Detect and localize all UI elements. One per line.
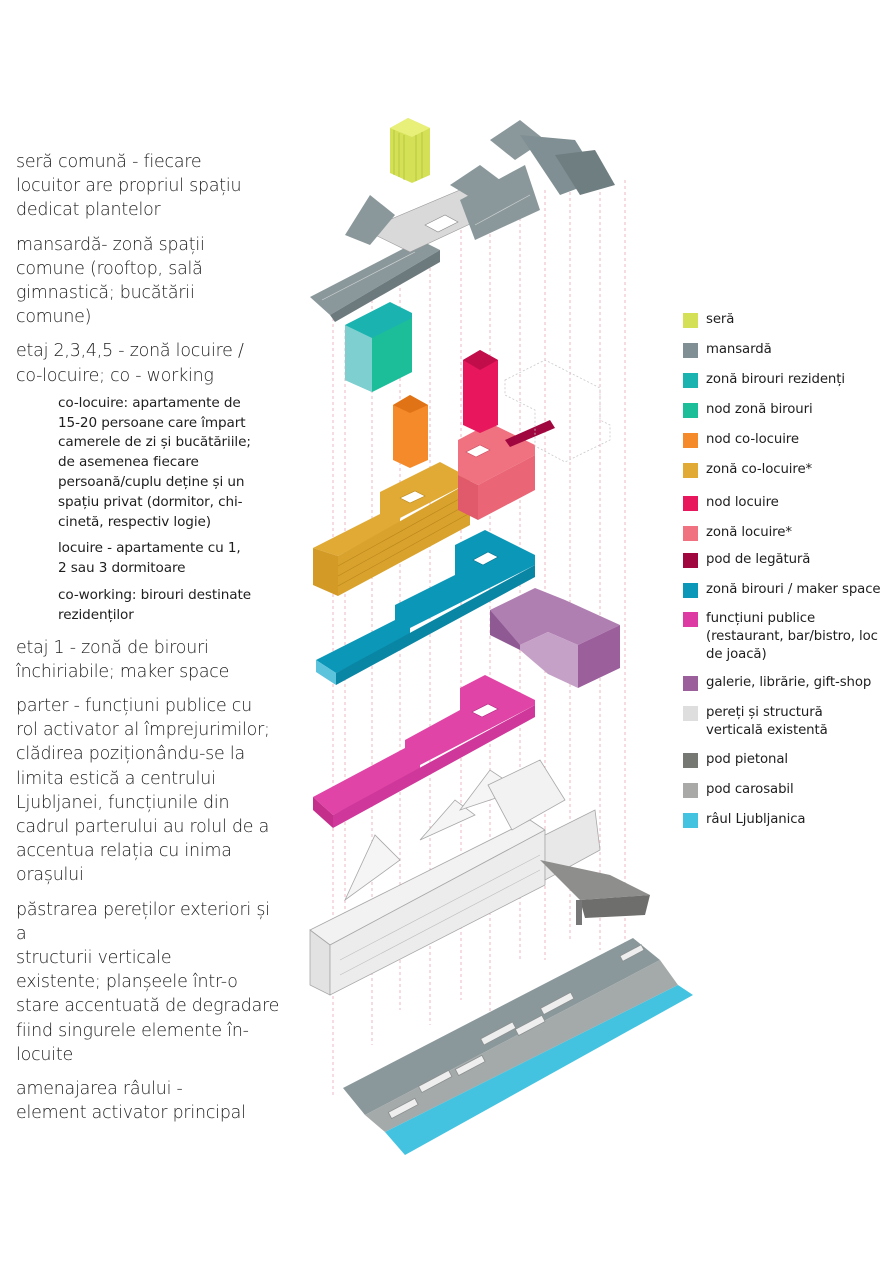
description-text: păstrarea pereților exteriori și a struc… bbox=[16, 899, 280, 1065]
coliving-core bbox=[393, 395, 428, 468]
description-subtext: co-working: birouri destinate rezidențil… bbox=[58, 587, 252, 623]
legend-swatch bbox=[683, 753, 698, 768]
legend-label: zonă birouri / maker space bbox=[706, 582, 881, 597]
legend-swatch bbox=[683, 783, 698, 798]
legend-swatch bbox=[683, 496, 698, 511]
description-subtext: locuire - apartamente cu 1, 2 sau 3 dorm… bbox=[58, 540, 241, 577]
legend-swatch bbox=[683, 612, 698, 627]
legend-swatch bbox=[683, 676, 698, 691]
legend-swatch bbox=[683, 553, 698, 568]
legend-swatch bbox=[683, 313, 698, 328]
legend-label: nod locuire bbox=[706, 495, 779, 510]
legend-label: pod carosabil bbox=[706, 782, 794, 797]
legend-swatch bbox=[683, 706, 698, 721]
legend-label: zonă co-locuire* bbox=[706, 462, 813, 477]
legend-label: zonă locuire* bbox=[706, 525, 792, 540]
existing-outline bbox=[504, 359, 611, 463]
legend-swatch bbox=[683, 343, 698, 358]
description-text: amenajarea râului - element activator pr… bbox=[16, 1079, 246, 1124]
description-text: parter - funcțiuni publice cu rol activa… bbox=[16, 696, 270, 886]
legend-label: zonă birouri rezidenți bbox=[706, 372, 845, 387]
living-floors bbox=[458, 350, 555, 520]
legend-label: nod co-locuire bbox=[706, 432, 799, 447]
legend-swatch bbox=[683, 433, 698, 448]
legend-label: râul Ljubljanica bbox=[706, 812, 806, 827]
legend-swatch bbox=[683, 813, 698, 828]
legend-label: funcțiuni publice (restaurant, bar/bistr… bbox=[706, 611, 878, 662]
description-column: seră comună - fiecare locuitor are propr… bbox=[16, 150, 284, 1135]
description-text: seră comună - fiecare locuitor are propr… bbox=[16, 152, 242, 221]
greenhouse bbox=[390, 118, 430, 183]
legend-label: nod zonă birouri bbox=[706, 402, 813, 417]
description-block: mansardă- zonă spații comune (rooftop, s… bbox=[16, 233, 284, 330]
description-block: amenajarea râului - element activator pr… bbox=[16, 1077, 284, 1125]
legend-swatch bbox=[683, 403, 698, 418]
legend-label: mansardă bbox=[706, 342, 772, 357]
legend-label: pereți și structură verticală existentă bbox=[706, 705, 828, 738]
legend-label: pod de legătură bbox=[706, 552, 811, 567]
river-site bbox=[343, 938, 693, 1155]
coliving-floors bbox=[313, 462, 471, 596]
legend-label: pod pietonal bbox=[706, 752, 788, 767]
first-floor-offices bbox=[316, 530, 535, 685]
legend-swatch bbox=[683, 373, 698, 388]
description-subtext: co-locuire: apartamente de 15-20 persoan… bbox=[58, 394, 251, 530]
gallery-block bbox=[490, 588, 620, 688]
description-text: etaj 2,3,4,5 - zonă locuire / co-locuire… bbox=[16, 341, 244, 386]
existing-structure bbox=[309, 759, 650, 996]
description-block: păstrarea pereților exteriori și a struc… bbox=[16, 898, 284, 1067]
legend-label: seră bbox=[706, 312, 735, 327]
description-block: etaj 1 - zonă de birouri închiriabile; m… bbox=[16, 636, 284, 684]
attic bbox=[310, 120, 615, 322]
description-text: mansardă- zonă spații comune (rooftop, s… bbox=[16, 234, 205, 328]
legend-swatch bbox=[683, 583, 698, 598]
description-block: seră comună - fiecare locuitor are propr… bbox=[16, 150, 284, 223]
ground-floor-public bbox=[313, 675, 535, 828]
legend-swatch bbox=[683, 526, 698, 541]
description-block: etaj 2,3,4,5 - zonă locuire / co-locuire… bbox=[16, 339, 284, 625]
legend-swatch bbox=[683, 463, 698, 478]
description-block: parter - funcțiuni publice cu rol activa… bbox=[16, 694, 284, 888]
resident-offices bbox=[345, 302, 412, 392]
legend-label: galerie, librărie, gift-shop bbox=[706, 675, 872, 690]
description-text: etaj 1 - zonă de birouri închiriabile; m… bbox=[16, 637, 230, 682]
